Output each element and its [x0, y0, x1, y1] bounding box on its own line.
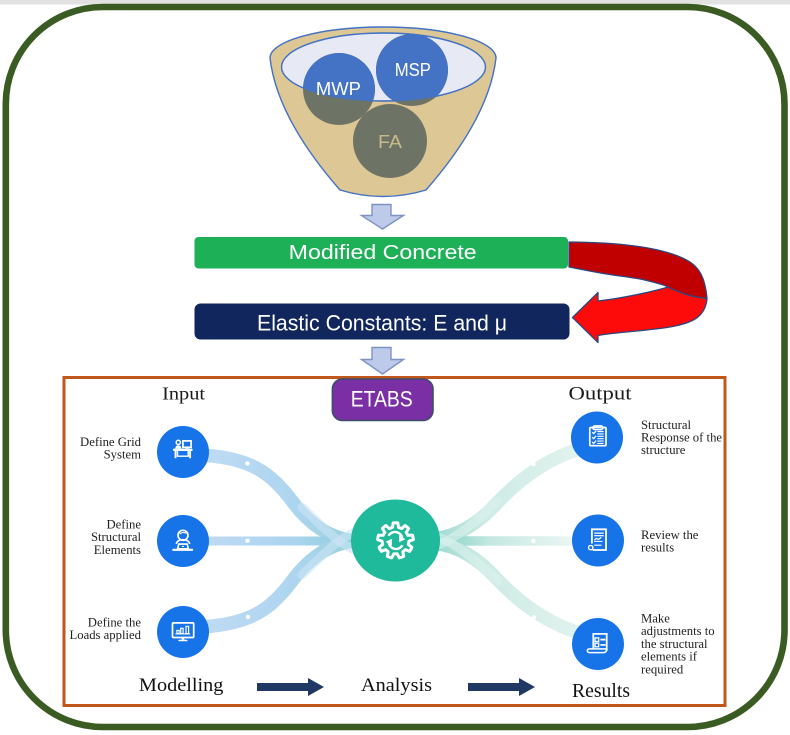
svg-text:elements if: elements if: [641, 650, 698, 664]
svg-text:Define Grid: Define Grid: [80, 435, 142, 449]
svg-text:Make: Make: [641, 612, 670, 626]
svg-text:Elastic Constants: E and μ: Elastic Constants: E and μ: [257, 310, 507, 335]
svg-text:Elements: Elements: [94, 543, 141, 557]
svg-text:FA: FA: [378, 131, 403, 152]
svg-text:Input: Input: [162, 384, 205, 404]
svg-text:Structural: Structural: [641, 418, 692, 432]
svg-text:Modelling: Modelling: [139, 675, 224, 696]
svg-text:Response of the: Response of the: [641, 431, 722, 445]
svg-text:Analysis: Analysis: [361, 675, 432, 696]
svg-text:Define the: Define the: [88, 615, 142, 629]
svg-text:Review the: Review the: [641, 528, 699, 542]
svg-text:Results: Results: [572, 680, 630, 702]
svg-text:adjustments to: adjustments to: [641, 624, 715, 638]
svg-text:structure: structure: [641, 443, 686, 457]
svg-text:MSP: MSP: [395, 59, 431, 80]
svg-text:Modified Concrete: Modified Concrete: [289, 241, 477, 264]
svg-text:the structural: the structural: [641, 637, 708, 651]
svg-text:results: results: [641, 541, 674, 555]
svg-text:Loads applied: Loads applied: [69, 628, 141, 642]
svg-text:Structural: Structural: [91, 530, 142, 544]
svg-text:Output: Output: [569, 385, 633, 405]
svg-text:Define: Define: [106, 518, 141, 532]
svg-text:System: System: [104, 448, 141, 462]
svg-text:MWP: MWP: [316, 78, 361, 99]
svg-text:required: required: [641, 662, 684, 676]
svg-text:ETABS: ETABS: [351, 387, 413, 412]
